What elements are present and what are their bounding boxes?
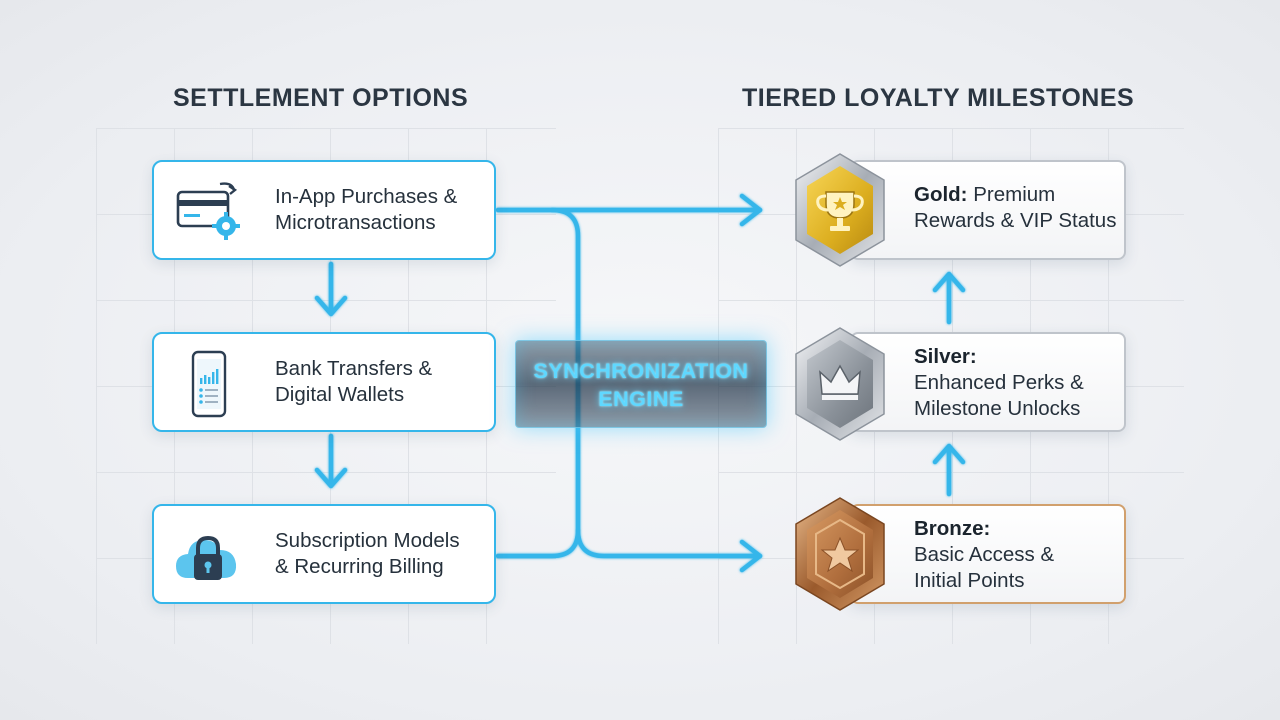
settlement-card-subscription: Subscription Models & Recurring Billing [152, 504, 496, 604]
star-icon [820, 536, 860, 573]
card-line-1: In-App Purchases & [275, 185, 458, 208]
arrow-up-1-head [932, 271, 966, 293]
card-line-1: Subscription Models [275, 529, 460, 552]
arrow-down-1-head [314, 295, 348, 317]
synchronization-engine: SYNCHRONIZATION ENGINE [515, 340, 767, 428]
tier-card-bronze: Bronze: Basic Access & Initial Points [850, 504, 1126, 604]
tier-line-2: Enhanced Perks & [914, 371, 1084, 394]
tier-name: Silver: [914, 345, 977, 368]
card-line-2: Digital Wallets [275, 383, 405, 406]
tier-name: Bronze: [914, 517, 991, 540]
credit-card-gear-icon [176, 182, 240, 240]
connector-bottom-branch [575, 527, 763, 559]
arrow-right-gold-head [739, 193, 763, 227]
gold-badge [795, 153, 885, 267]
settlement-options-heading: SETTLEMENT OPTIONS [173, 84, 469, 112]
engine-line-1: SYNCHRONIZATION [533, 359, 749, 383]
card-line-2: & Recurring Billing [275, 555, 444, 578]
tier-line-3: Milestone Unlocks [914, 397, 1081, 420]
silver-badge [795, 327, 885, 441]
tier-card-gold: Gold: Premium Rewards & VIP Status [850, 160, 1126, 260]
card-line-1: Bank Transfers & [275, 357, 433, 380]
tier-line-1: Premium [973, 183, 1056, 206]
engine-line-2: ENGINE [598, 387, 684, 411]
tier-line-2: Rewards & VIP Status [914, 209, 1117, 232]
tier-line-2: Basic Access & [914, 543, 1055, 566]
settlement-card-bank: Bank Transfers & Digital Wallets [152, 332, 496, 432]
smartphone-wallet-icon [191, 350, 227, 418]
trophy-icon [816, 191, 864, 231]
bronze-badge [795, 497, 885, 611]
arrow-down-2-head [314, 467, 348, 489]
tier-card-silver: Silver: Enhanced Perks & Milestone Unloc… [850, 332, 1126, 432]
tier-name: Gold: [914, 183, 968, 206]
tier-line-3: Initial Points [914, 569, 1025, 592]
loyalty-milestones-heading: TIERED LOYALTY MILESTONES [742, 84, 1135, 112]
cloud-lock-icon [176, 535, 237, 580]
card-line-2: Microtransactions [275, 211, 436, 234]
arrow-up-2-head [932, 443, 966, 465]
arrow-right-bronze-head [739, 539, 763, 573]
crown-icon [819, 364, 861, 400]
settlement-card-in-app: In-App Purchases & Microtransactions [152, 160, 496, 260]
